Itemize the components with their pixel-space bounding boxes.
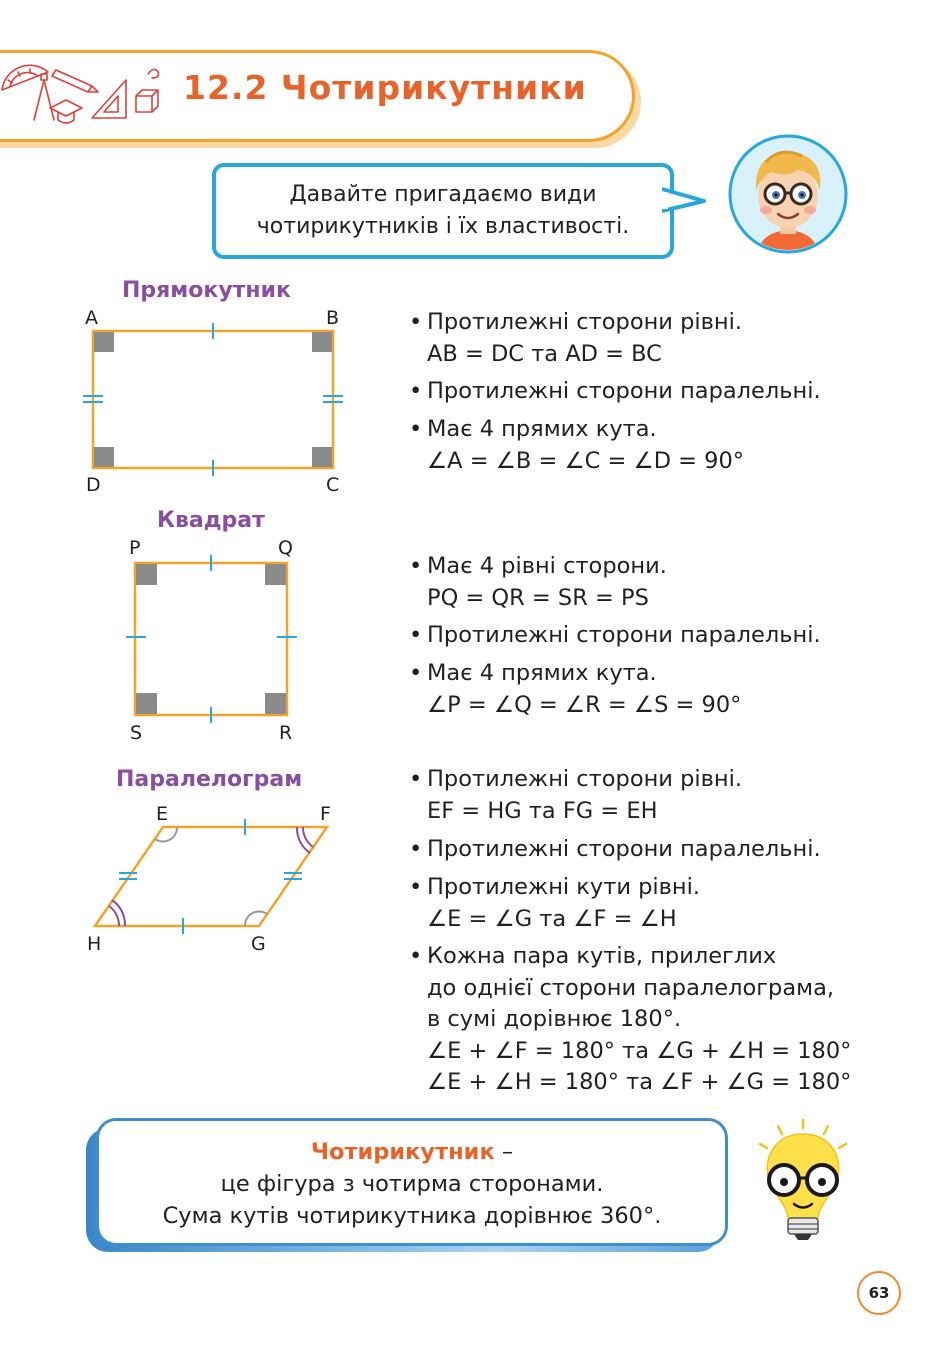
property-text: Протилежні сторони паралельні. (427, 836, 821, 862)
vertex-label-s: S (130, 722, 143, 744)
property-formula: AB = DC та AD = BC (427, 340, 662, 367)
parallelogram-title: Паралелограм (116, 767, 303, 792)
page-number: 63 (857, 1271, 901, 1315)
list-item: •Протилежні сторони рівні.EF = HG та FG … (409, 764, 742, 827)
property-text: в сумі дорівнює 180°. (427, 1006, 682, 1032)
page-title: 12.2 Чотирикутники (183, 68, 587, 107)
definition-dash: – (494, 1139, 514, 1165)
vertex-label-d: D (86, 474, 101, 496)
property-text: Протилежні сторони рівні. (427, 309, 742, 335)
geometry-tools-doodle-icon (1, 64, 160, 124)
vertex-label-g: G (251, 933, 266, 955)
property-formula: ∠E = ∠G та ∠F = ∠H (427, 905, 677, 932)
speech-bubble: Давайте пригадаємо види чотирикутників і… (212, 163, 674, 259)
definition-line-3: Сума кутів чотирикутника дорівнює 360°. (162, 1203, 662, 1229)
property-text: Протилежні сторони рівні. (427, 766, 742, 792)
property-text: Кожна пара кутів, прилеглих (427, 943, 777, 969)
property-text: Протилежні сторони паралельні. (427, 378, 821, 404)
property-text: Протилежні сторони паралельні. (427, 622, 821, 648)
bubble-line-1: Давайте пригадаємо види (289, 182, 597, 207)
vertex-label-e: E (156, 803, 169, 825)
definition-term: Чотирикутник (310, 1139, 495, 1165)
property-text: Протилежні кути рівні. (427, 874, 700, 900)
property-text: Має 4 прямих кута. (427, 416, 657, 442)
property-formula: PQ = QR = SR = PS (427, 584, 649, 611)
vertex-label-f: F (320, 803, 331, 825)
list-item: •Протилежні сторони паралельні. (409, 378, 821, 404)
vertex-label-a: A (85, 307, 98, 329)
lightbulb-glasses-icon (758, 1118, 848, 1240)
list-item: •Протилежні сторони рівні.AB = DC та AD … (409, 307, 742, 370)
property-formula: ∠E + ∠H = 180° та ∠F + ∠G = 180° (427, 1069, 852, 1095)
definition-heading: Чотирикутник – (99, 1137, 725, 1168)
vertex-label-c: C (326, 474, 340, 496)
vertex-label-r: R (279, 722, 293, 744)
list-item: •Має 4 прямих кута.∠A = ∠B = ∠C = ∠D = 9… (409, 414, 745, 477)
vertex-label-q: Q (278, 537, 293, 559)
vertex-label-b: B (326, 307, 340, 329)
square-diagram (126, 555, 297, 723)
square-title: Квадрат (157, 508, 265, 533)
vertex-label-p: P (129, 537, 141, 559)
header-banner (0, 50, 635, 142)
list-item: •Протилежні сторони паралельні. (409, 622, 821, 648)
bubble-tail (662, 187, 706, 213)
property-formula: ∠E + ∠F = 180° та ∠G + ∠H = 180° (427, 1037, 852, 1064)
rectangle-title: Прямокутник (122, 278, 291, 303)
list-item: •Має 4 прямих кута.∠P = ∠Q = ∠R = ∠S = 9… (409, 658, 742, 721)
property-formula: EF = HG та FG = EH (427, 797, 658, 824)
vertex-label-h: H (87, 933, 102, 955)
list-item: •Протилежні сторони паралельні. (409, 836, 821, 862)
list-item: •Має 4 рівні сторони.PQ = QR = SR = PS (409, 551, 667, 614)
list-item: •Протилежні кути рівні.∠E = ∠G та ∠F = ∠… (409, 872, 700, 935)
property-formula: ∠P = ∠Q = ∠R = ∠S = 90° (427, 691, 742, 718)
definition-line-2: це фігура з чотирма сторонами. (220, 1171, 604, 1197)
property-formula: ∠A = ∠B = ∠C = ∠D = 90° (427, 447, 745, 474)
list-item: •Кожна пара кутів, прилеглих до однієї с… (409, 941, 852, 1099)
definition-box: Чотирикутник – це фігура з чотирма сторо… (96, 1118, 728, 1246)
parallelogram-diagram (92, 819, 330, 934)
bubble-line-2: чотирикутників і їх властивості. (256, 214, 630, 239)
boy-avatar-icon (728, 134, 848, 254)
rectangle-diagram (83, 323, 343, 476)
property-text: Має 4 прямих кута. (427, 660, 657, 686)
property-text: до однієї сторони паралелограма, (427, 974, 835, 1001)
property-text: Має 4 рівні сторони. (427, 553, 667, 579)
